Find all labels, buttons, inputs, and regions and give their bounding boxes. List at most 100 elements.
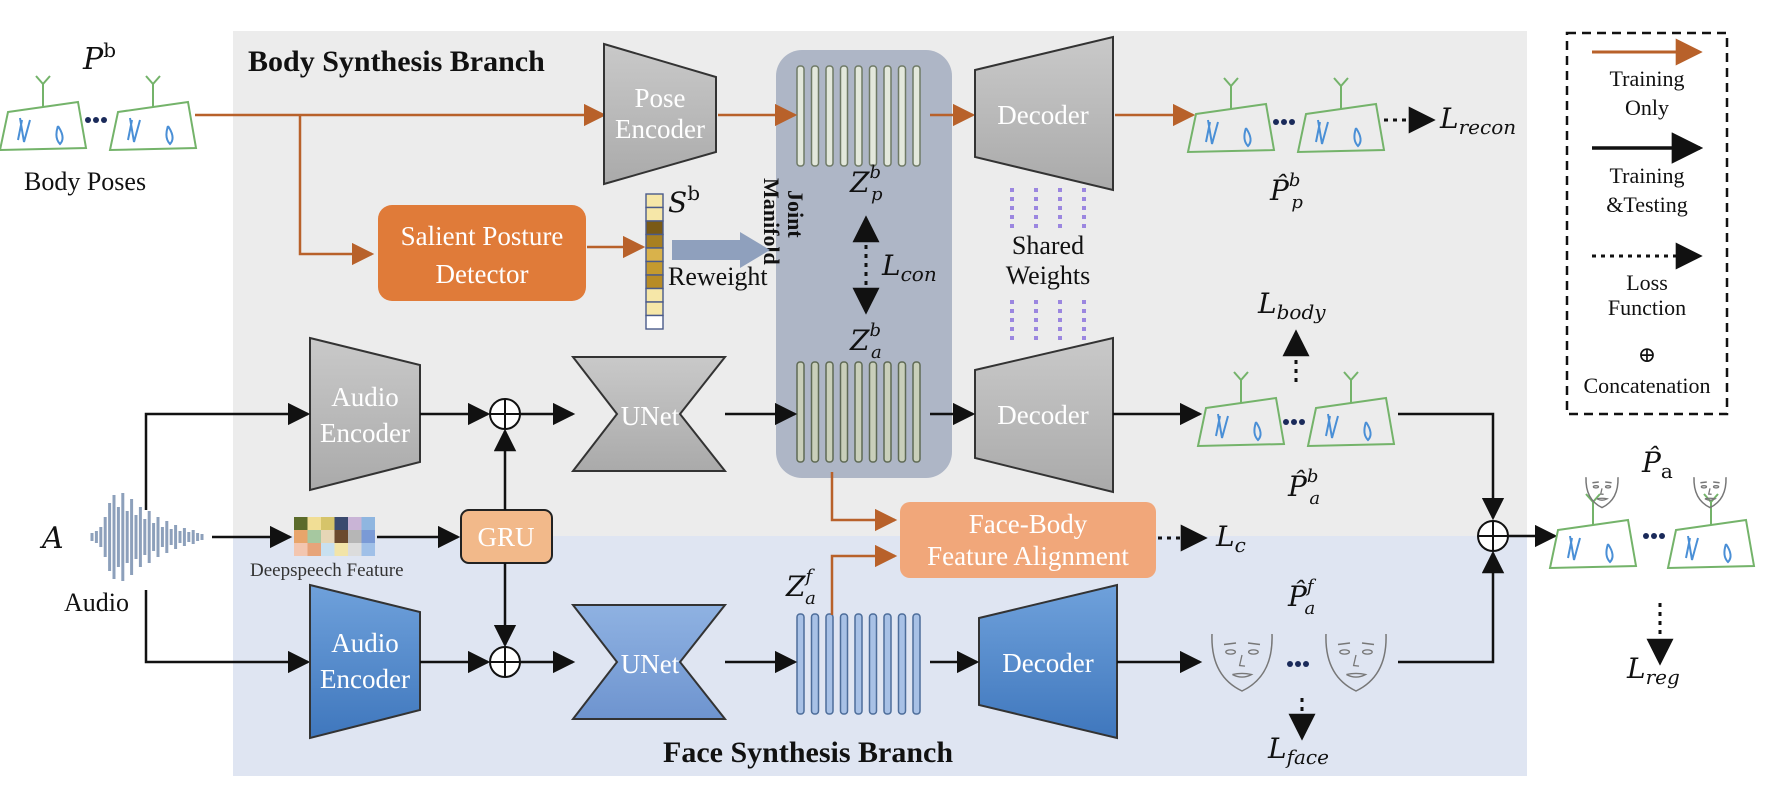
- face-eye: [1361, 649, 1373, 655]
- latent-bar: [868, 613, 878, 715]
- face-outline: [1585, 477, 1619, 509]
- latent-bar: [854, 65, 863, 167]
- body-poses-label: Body Poses: [24, 167, 146, 196]
- latent-bar: [897, 613, 907, 715]
- loss-reg: Lreg: [1626, 652, 1680, 689]
- audio-to-body-encoder: [144, 402, 311, 510]
- decoder-mid: [974, 336, 1114, 494]
- pose-torso: [0, 100, 88, 152]
- pose-encoder-label-1: Pose: [634, 83, 685, 113]
- legend-loss-1: Loss: [1626, 270, 1668, 295]
- pose-left-hand: [1215, 413, 1229, 439]
- final-output-figures: [1548, 477, 1756, 570]
- face-nose: [1599, 488, 1604, 495]
- face-nose: [1352, 654, 1360, 667]
- joint-manifold-label-1: Joint: [783, 190, 808, 238]
- legend-training-only-2: Only: [1625, 95, 1669, 120]
- ellipsis-dot: [93, 117, 99, 123]
- shared-label-2: Weights: [1006, 261, 1091, 290]
- feature-cell: [294, 543, 308, 556]
- audio-label: Audio: [64, 588, 129, 617]
- feature-cell: [321, 543, 335, 556]
- latent-bar: [825, 361, 834, 463]
- decoder-mid-label: Decoder: [997, 400, 1088, 430]
- zf-to-alignment-arrow: [830, 544, 898, 615]
- alignment-label-1: Face-Body: [969, 509, 1088, 539]
- ellipsis-dot: [1281, 119, 1287, 125]
- face-nose: [1238, 654, 1246, 667]
- deepspeech-feature-grid: [294, 517, 375, 556]
- audio-encoder-body-label-1: Audio: [331, 382, 399, 412]
- pose-torso: [108, 100, 198, 152]
- latent-bar: [796, 361, 805, 463]
- legend-training-only-1: Training: [1610, 66, 1685, 91]
- pose-right-hand: [1723, 543, 1732, 564]
- feature-cell: [307, 517, 321, 530]
- pose-neck: [35, 75, 51, 107]
- body-to-final-concat: [1398, 412, 1505, 521]
- decoder-face: [978, 583, 1118, 740]
- gru-block: [460, 509, 553, 564]
- salient-label-1: Salient Posture: [401, 221, 564, 251]
- latent-bar: [796, 65, 805, 167]
- body-branch-title: Body Synthesis Branch: [248, 45, 545, 78]
- ellipsis-dot: [1303, 661, 1309, 667]
- face-eye: [1700, 485, 1708, 489]
- pose-right-hand: [1605, 543, 1614, 564]
- audio-symbol: A: [39, 521, 64, 556]
- pose-left-hand: [1325, 413, 1339, 439]
- reweight-arrow: [672, 232, 770, 268]
- audio-encoder-body: [309, 336, 421, 492]
- pose-encoder: [603, 42, 717, 186]
- feature-cell: [348, 543, 362, 556]
- unet-face-label: UNet: [621, 649, 680, 679]
- face-eye: [1339, 649, 1351, 655]
- feature-cell: [348, 517, 362, 530]
- pose-neck: [1223, 77, 1239, 109]
- feature-cell: [294, 517, 308, 530]
- face-brows: [1700, 481, 1720, 484]
- face-mouth: [1596, 497, 1609, 501]
- latent-bar: [810, 613, 820, 715]
- feature-cell: [307, 530, 321, 543]
- ellipsis-dot: [1273, 119, 1279, 125]
- pose-left-hand: [1685, 535, 1699, 561]
- face-outline: [1693, 477, 1727, 509]
- pose-neck: [1343, 371, 1359, 403]
- alignment-label-2: Feature Alignment: [927, 541, 1129, 571]
- pose-left-hand: [1205, 119, 1219, 145]
- pose-right-hand: [1243, 127, 1252, 148]
- pose-torso: [1186, 102, 1276, 154]
- feature-cell: [321, 530, 335, 543]
- unet-face: [570, 604, 728, 720]
- feature-cell: [361, 530, 375, 543]
- sb-symbol: Sb: [668, 181, 700, 219]
- latent-bar: [897, 65, 907, 167]
- ellipsis-dot: [1283, 419, 1289, 425]
- pose-torso: [1666, 518, 1756, 570]
- ellipsis-dot: [1289, 119, 1295, 125]
- pose-left-hand: [17, 117, 31, 143]
- latent-bar: [912, 65, 921, 167]
- pose-left-hand: [1567, 535, 1581, 561]
- weight-cell: [645, 233, 664, 249]
- shared-weights-dots-top: [1010, 188, 1086, 228]
- face-eye: [1712, 485, 1720, 489]
- feature-cell: [361, 543, 375, 556]
- unet-body-label: UNet: [621, 401, 680, 431]
- pose-symbol: Pb: [82, 38, 116, 77]
- ellipsis-dot: [1299, 419, 1305, 425]
- pose-reconstruction-figures: [1186, 77, 1386, 154]
- legend-loss-2: Function: [1608, 295, 1686, 320]
- audio-encoder-face-label-1: Audio: [331, 628, 399, 658]
- ellipsis-dot: [1295, 661, 1301, 667]
- legend-concat-symbol: ⊕: [1638, 342, 1656, 367]
- pose-torso: [1196, 396, 1286, 448]
- weight-cell: [645, 193, 664, 209]
- face-outline: [1211, 633, 1273, 692]
- loss-recon: Lrecon: [1439, 102, 1516, 139]
- pose-neck: [1333, 77, 1349, 109]
- feature-cell: [334, 530, 348, 543]
